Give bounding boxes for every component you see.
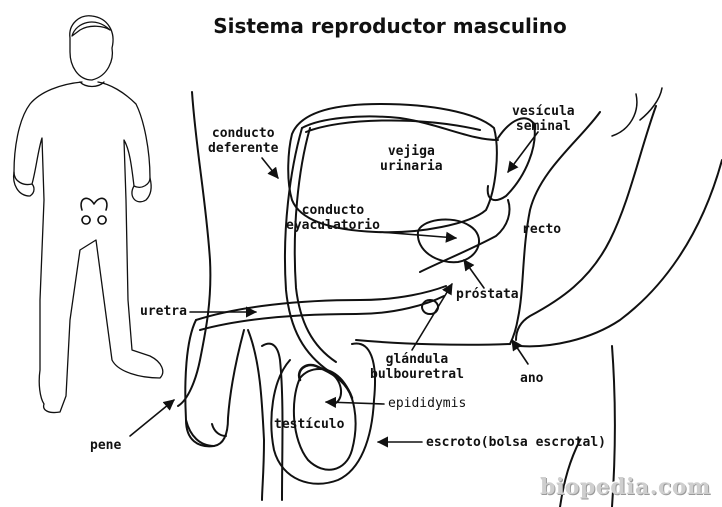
label-glandula-bulbouretral: glándula bulbouretral [370, 352, 464, 382]
epididymis [297, 363, 354, 400]
arrow-epididymis [324, 396, 385, 408]
label-escroto: escroto(bolsa escrotal) [426, 435, 607, 450]
label-conducto-eyaculatorio: conducto eyaculatorio [286, 203, 380, 233]
rectum-inner [515, 105, 657, 341]
label-vejiga-urinaria: vejiga urinaria [380, 144, 443, 174]
child-left-hand [12, 171, 35, 197]
urethra-upper [195, 285, 447, 321]
label-recto: recto [522, 222, 562, 237]
page-title: Sistema reproductor masculino [213, 14, 567, 38]
torso-outline [177, 91, 212, 407]
cross-section [177, 87, 722, 507]
vas-deferens-2 [293, 127, 337, 363]
bladder-outline [287, 103, 498, 234]
arrow-pene [129, 399, 175, 437]
testicle [292, 368, 357, 471]
perineum-line [355, 339, 511, 346]
rectum-outer [509, 111, 601, 345]
vas-deferens [283, 127, 342, 405]
child-hair [71, 21, 111, 37]
arrow-vesicula-seminal [507, 131, 539, 173]
child-body [13, 81, 164, 414]
vessel [611, 87, 663, 137]
label-prostata: próstata [456, 287, 519, 302]
label-uretra: uretra [140, 304, 187, 319]
label-ano: ano [520, 371, 544, 386]
label-pene: pene [90, 438, 122, 453]
label-conducto-deferente: conducto deferente [208, 126, 279, 156]
penis-glans [185, 419, 227, 447]
prostate [416, 218, 480, 264]
bulbourethral-gland [421, 299, 439, 315]
ejaculatory-duct [419, 199, 511, 273]
vas-to-vesicle [301, 115, 499, 141]
child-right-hand [131, 177, 152, 203]
penis-shaft-inner-2 [261, 342, 284, 501]
label-testiculo: testículo [274, 417, 345, 432]
child-figure [12, 15, 164, 414]
penis-shaft-inner [247, 329, 265, 501]
scrotum-outline [270, 342, 376, 485]
child-head [69, 15, 114, 81]
label-epididymis: epididymis [388, 396, 467, 411]
arrow-conducto-deferente [261, 157, 279, 179]
pointer-arrows [129, 131, 539, 448]
thigh-line [611, 345, 616, 507]
arrow-glandula [411, 283, 453, 351]
bladder-inner [305, 119, 481, 133]
child-organ-icon [80, 197, 108, 225]
child-collar [79, 81, 105, 88]
arrow-prostata [463, 259, 485, 289]
label-vesicula-seminal: vesícula seminal [512, 104, 575, 134]
seminal-vesicle [486, 117, 536, 202]
body-back [519, 159, 722, 348]
watermark: biopedia.com [540, 474, 711, 500]
thigh-line-2 [559, 439, 581, 507]
arrow-ano [511, 339, 529, 365]
arrow-conducto-eyaculatorio [379, 231, 458, 243]
